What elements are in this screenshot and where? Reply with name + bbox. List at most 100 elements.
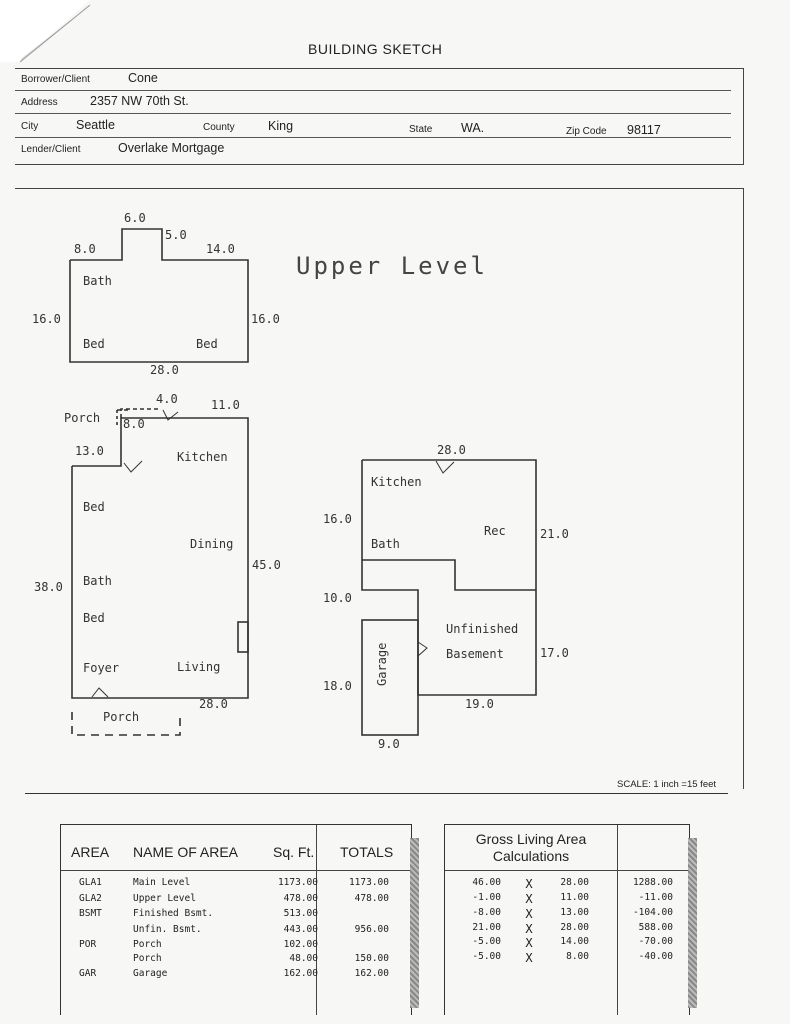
dimension-label: 16.0	[323, 512, 352, 526]
dimension-label: 10.0	[323, 591, 352, 605]
area-cell-name: Main Level	[133, 877, 191, 888]
area-cell-total: 150.00	[354, 953, 389, 964]
gla-cell-b: 13.00	[560, 907, 589, 918]
county-label: County	[203, 122, 235, 133]
area-cell-sqft: 102.00	[283, 939, 318, 950]
gla-cell-r: -70.00	[638, 936, 673, 947]
gla-cell-x: X	[525, 951, 533, 965]
gla-cell-x: X	[525, 936, 533, 950]
dimension-label: 4.0	[156, 392, 178, 406]
dimension-label: 9.0	[378, 737, 400, 751]
area-cell-code: POR	[79, 939, 97, 950]
door-mark	[435, 460, 455, 474]
address-value: 2357 NW 70th St.	[90, 94, 189, 108]
area-header: AREA	[71, 844, 110, 860]
header-rule	[15, 90, 731, 91]
gla-cell-r: -11.00	[638, 892, 673, 903]
gla-cell-x: X	[525, 907, 533, 921]
garage-outline	[361, 619, 419, 736]
gla-cell-a: -8.00	[472, 907, 501, 918]
state-label: State	[409, 124, 433, 135]
gla-cell-b: 28.00	[560, 877, 589, 888]
room-label: Bath	[371, 537, 400, 551]
dimension-label: 45.0	[252, 558, 281, 572]
gla-cell-b: 28.00	[560, 922, 589, 933]
door-mark	[417, 641, 428, 657]
room-label: Bath	[83, 274, 112, 288]
door-mark	[91, 687, 109, 698]
area-cell-total: 956.00	[354, 924, 389, 935]
door-mark	[162, 409, 179, 421]
area-cell-code: BSMT	[79, 908, 102, 919]
dimension-label: 8.0	[123, 417, 145, 431]
room-label: Porch	[103, 710, 139, 724]
area-cell-code: GLA2	[79, 893, 102, 904]
document-title: BUILDING SKETCH	[308, 41, 443, 57]
area-cell-name: Porch	[133, 953, 162, 964]
header-rule	[15, 113, 731, 114]
city-label: City	[21, 121, 39, 132]
address-label: Address	[21, 97, 58, 108]
area-cell-sqft: 513.00	[283, 908, 318, 919]
borrower-value: Cone	[128, 71, 158, 85]
area-cell-sqft: 48.00	[289, 953, 318, 964]
section-divider	[25, 793, 728, 794]
gla-cell-b: 8.00	[566, 951, 589, 962]
dimension-label: 8.0	[74, 242, 96, 256]
floor-plan-sketch: Upper Level 6.0 5.0 8.0 14.0 16.0 16.0 2…	[32, 211, 569, 751]
room-label: Bath	[83, 574, 112, 588]
room-label: Living	[177, 660, 220, 674]
room-label: Porch	[64, 411, 100, 425]
totals-header: TOTALS	[340, 844, 394, 860]
area-cell-code: GAR	[79, 968, 97, 979]
room-label: Kitchen	[371, 475, 422, 489]
sqft-header: Sq. Ft.	[273, 844, 315, 860]
room-label: Rec	[484, 524, 506, 538]
dimension-label: 38.0	[34, 580, 63, 594]
gla-cell-a: -1.00	[472, 892, 501, 903]
state-value: WA.	[461, 121, 485, 135]
dimension-label: 13.0	[75, 444, 104, 458]
gla-cell-a: 21.00	[472, 922, 501, 933]
dimension-label: 28.0	[437, 443, 466, 457]
main-level-outline	[71, 417, 249, 699]
gla-cell-x: X	[525, 922, 533, 936]
area-cell-name: Upper Level	[133, 893, 196, 904]
county-value: King	[268, 119, 294, 133]
gla-cell-r: -104.00	[632, 907, 673, 918]
header-box	[15, 68, 744, 165]
area-cell-name: Garage	[133, 968, 168, 979]
sketch-frame	[15, 188, 744, 789]
dimension-label: 5.0	[165, 228, 187, 242]
gla-header-line2: Calculations	[492, 848, 570, 864]
room-label: Bed	[83, 337, 105, 351]
area-cell-name: Porch	[133, 939, 162, 950]
table-shading	[688, 838, 697, 1008]
room-label: Bed	[196, 337, 218, 351]
name-header: NAME OF AREA	[133, 844, 239, 860]
room-label: Foyer	[83, 661, 119, 675]
dimension-label: 16.0	[251, 312, 280, 326]
gla-cell-a: 46.00	[472, 877, 501, 888]
area-cell-name: Finished Bsmt.	[133, 908, 214, 919]
room-label: Bed	[83, 611, 105, 625]
dimension-label: 18.0	[323, 679, 352, 693]
page-fold-corner	[0, 0, 91, 63]
gla-header-line1: Gross Living Area	[475, 831, 587, 847]
dimension-label: 16.0	[32, 312, 61, 326]
header-rule	[15, 137, 731, 138]
area-cell-total: 478.00	[354, 893, 389, 904]
door-mark	[123, 460, 143, 473]
dimension-label: 28.0	[199, 697, 228, 711]
table-shading	[410, 838, 419, 1008]
scale-note: SCALE: 1 inch =15 feet	[617, 779, 717, 790]
dimension-label: 19.0	[465, 697, 494, 711]
city-value: Seattle	[76, 118, 115, 132]
porch-bottom-outline	[71, 712, 181, 736]
dimension-label: 11.0	[211, 398, 240, 412]
gla-cell-b: 14.00	[560, 936, 589, 947]
gla-cell-a: -5.00	[472, 936, 501, 947]
upper-level-outline	[69, 228, 249, 363]
